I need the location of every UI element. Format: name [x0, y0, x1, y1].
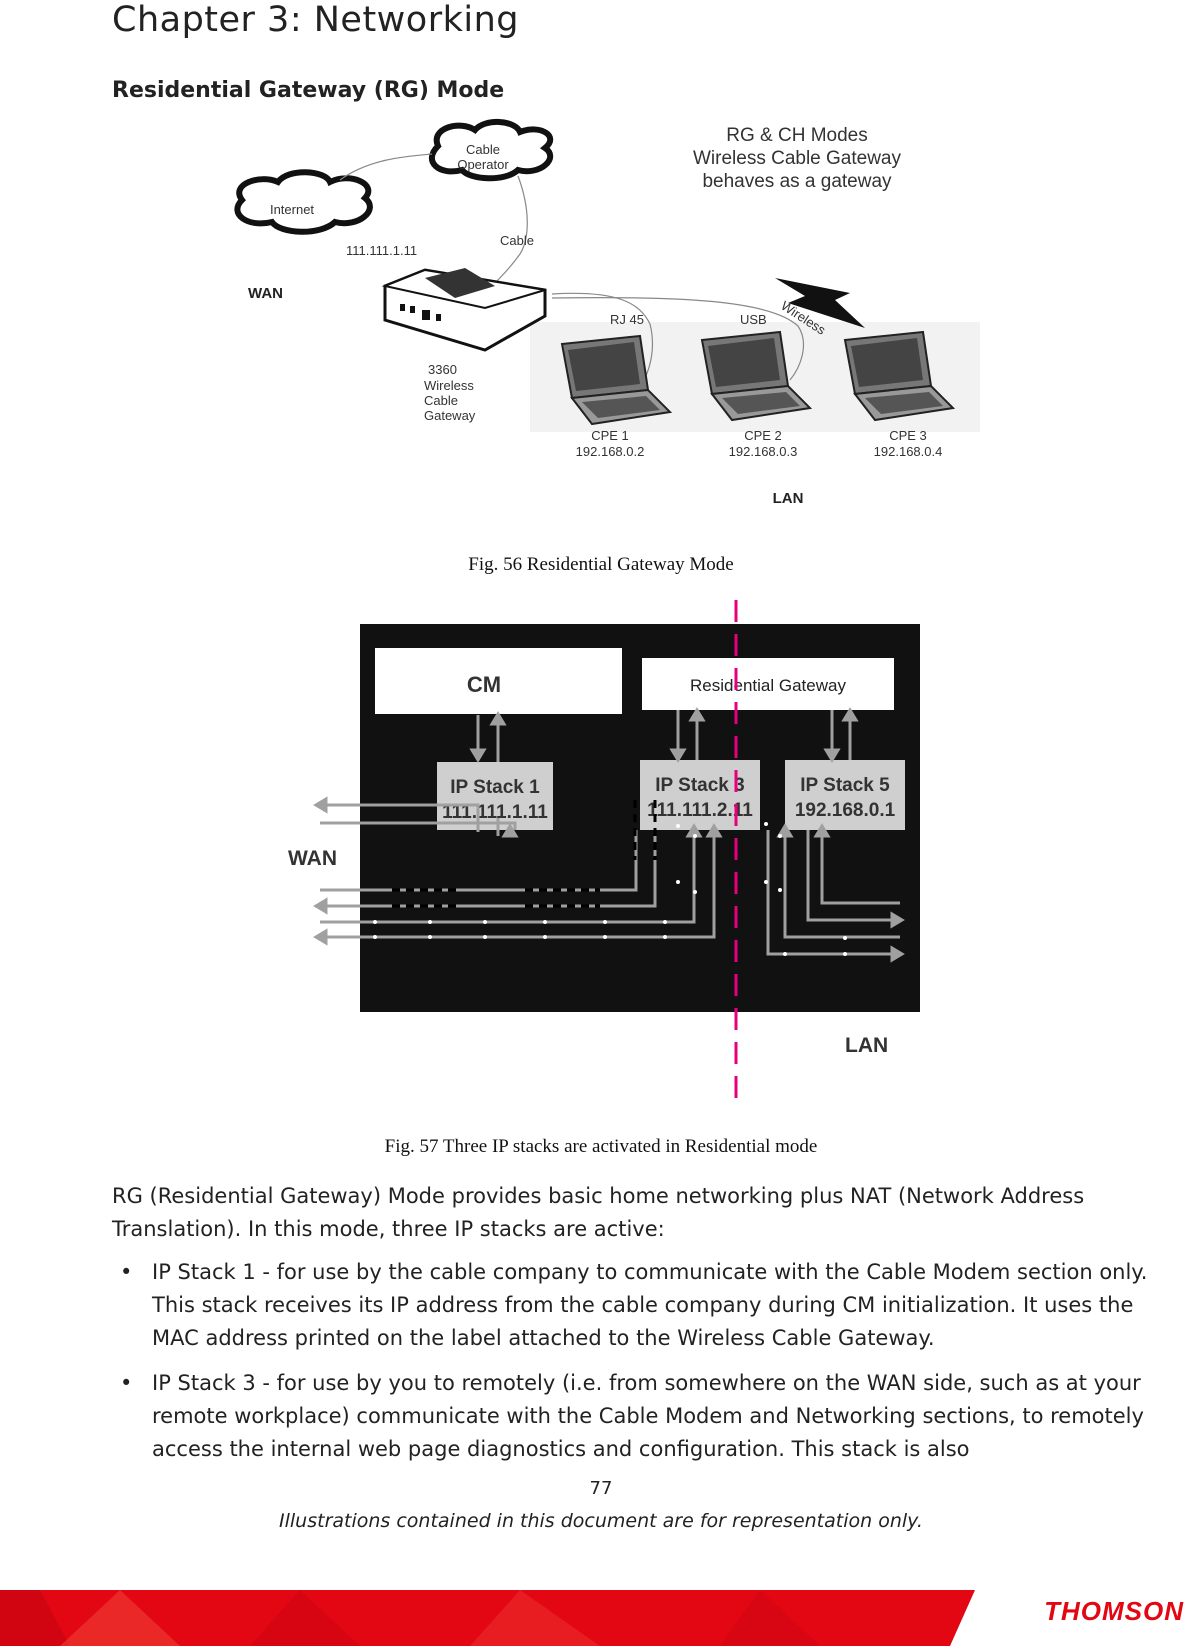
- fig2-lan-label: LAN: [845, 1034, 888, 1057]
- ip-stack-3-box: [640, 760, 760, 830]
- cloud-internet-label: Internet: [270, 202, 314, 217]
- fig1-wan-label: WAN: [248, 285, 283, 302]
- device-label-line2: Wireless: [424, 378, 474, 393]
- rg-label: Residential Gateway: [690, 676, 846, 695]
- bullet-dot-icon: •: [120, 1371, 133, 1395]
- dot-markers: [373, 822, 847, 956]
- cloud-internet: Internet: [234, 169, 373, 235]
- disclaimer: Illustrations contained in this document…: [279, 1510, 923, 1532]
- laptop-cpe3-icon: [843, 330, 956, 422]
- connection-lines: [313, 707, 905, 963]
- laptop-cpe1-icon: [560, 334, 673, 426]
- ip-stack-5-ip: 192.168.0.1: [795, 800, 896, 821]
- fig57-caption: Fig. 57 Three IP stacks are activated in…: [384, 1136, 818, 1157]
- cm-label: CM: [467, 672, 501, 697]
- device-label-line1: 3360: [428, 362, 457, 377]
- device-label-line3: Cable: [424, 393, 458, 408]
- wan-ip-label: 111.111.1.11: [346, 243, 417, 258]
- cloud-cable-operator-line2: Operator: [457, 157, 509, 172]
- gateway-vent: [425, 268, 495, 298]
- figure-three-ip-stacks: CM Residential Gateway IP Stack 1 111.11…: [288, 600, 920, 1100]
- bullet-text: IP Stack 1 - for use by the cable compan…: [152, 1260, 1148, 1350]
- cpe1-ip: 192.168.0.2: [576, 444, 645, 459]
- ip-stack-5-name: IP Stack 5: [800, 775, 890, 796]
- cpe2-ip: 192.168.0.3: [729, 444, 798, 459]
- cpe2-name: CPE 2: [744, 428, 782, 443]
- dashed-segments: [392, 800, 657, 908]
- thomson-logo: THOMSON: [1044, 1596, 1184, 1626]
- body-text: RG (Residential Gateway) Mode provides b…: [112, 1180, 1162, 1478]
- section-title: Residential Gateway (RG) Mode: [112, 78, 505, 103]
- cable-link: [517, 175, 528, 255]
- bullet-ip-stack-3: • IP Stack 3 - for use by you to remotel…: [112, 1367, 1162, 1466]
- fig1-title-line1: RG & CH Modes: [726, 125, 867, 146]
- page-number: 77: [589, 1478, 613, 1499]
- cpe3-ip: 192.168.0.4: [874, 444, 943, 459]
- fig56-caption: Fig. 56 Residential Gateway Mode: [468, 554, 734, 575]
- rg-box: [642, 658, 894, 710]
- cloud-cable-operator-line1: Cable: [466, 142, 500, 157]
- cm-box: [375, 648, 622, 714]
- wireless-bolt-icon: [775, 278, 865, 328]
- ip-stack-3-ip: 111.111.2.11: [647, 800, 753, 821]
- cpe1-name: CPE 1: [591, 428, 629, 443]
- device-label-line4: Gateway: [424, 408, 476, 423]
- fig1-title-line3: behaves as a gateway: [702, 171, 892, 192]
- gateway-device: [381, 268, 547, 352]
- ip-stack-1-name: IP Stack 1: [450, 777, 540, 798]
- intro-paragraph: RG (Residential Gateway) Mode provides b…: [112, 1184, 1085, 1241]
- fig1-lan-label: LAN: [773, 490, 804, 507]
- cpe3-name: CPE 3: [889, 428, 927, 443]
- bullet-text: IP Stack 3 - for use by you to remotely …: [152, 1371, 1144, 1461]
- rj45-label: RJ 45: [610, 312, 644, 327]
- ip-stack-5-box: [785, 760, 905, 830]
- fig2-wan-label: WAN: [288, 847, 337, 870]
- ip-stack-1-ip: 111.111.1.11: [442, 802, 548, 823]
- rj45-link: [551, 292, 654, 381]
- footer-band: [0, 1590, 975, 1646]
- chapter-title: Chapter 3: Networking: [112, 0, 520, 40]
- cable-label: Cable: [500, 233, 534, 248]
- ip-stack-1-box: [437, 762, 553, 830]
- usb-label: USB: [740, 312, 767, 327]
- figure-residential-gateway-mode: Cable Operator Internet Cable 111.111.1.…: [234, 119, 980, 507]
- usb-link: [551, 296, 804, 381]
- bullet-ip-stack-1: • IP Stack 1 - for use by the cable comp…: [112, 1256, 1162, 1355]
- laptop-cpe2-icon: [700, 330, 813, 422]
- bullet-dot-icon: •: [120, 1260, 133, 1284]
- internet-operator-link: [339, 153, 433, 181]
- cloud-cable-operator: Cable Operator: [429, 119, 554, 182]
- ip-stack-3-name: IP Stack 3: [655, 775, 744, 796]
- fig1-title-line2: Wireless Cable Gateway: [693, 148, 902, 169]
